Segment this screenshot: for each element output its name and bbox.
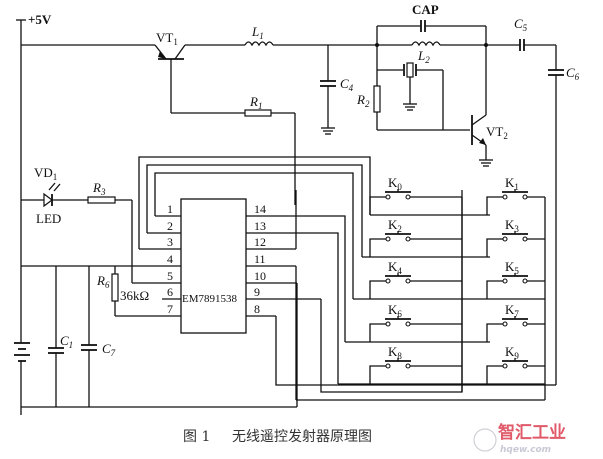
inductor-l1: L1 [244,24,377,47]
key-switch-k6: K6 [369,302,462,342]
resistor-r6: R6 36kΩ [96,266,181,317]
key-label-k2: K2 [388,217,402,234]
key-label-k7: K7 [505,302,519,319]
key-label-k8: K8 [388,344,402,361]
ic-part-label: EM7891538 [182,293,238,305]
key-label-k5: K5 [505,259,519,276]
resistor-r1: R1 [171,94,296,205]
pin-4: 4 [167,252,173,266]
pin-6: 6 [167,285,173,299]
l2-label: L2 [417,48,430,65]
led-caption: LED [36,211,61,226]
pin-5: 5 [167,269,173,283]
supply-label: +5V [28,12,52,27]
key-switch-k2: K2 [369,217,462,257]
capacitor-c7: C7 [81,266,116,407]
c5-label: C5 [514,16,528,33]
watermark-logo-icon [473,428,497,452]
key-switch-k7: K7 [486,302,545,342]
ic-em7891538: EM7891538 1 2 3 4 5 6 7 14 13 12 11 10 9… [139,198,321,334]
key-label-k9: K9 [505,344,519,361]
l1-label: L1 [251,24,264,41]
key-switch-k4: K4 [369,259,462,299]
crystal-resonator [377,62,444,130]
pin-13: 13 [254,219,266,233]
pin-2: 2 [167,219,173,233]
watermark-subtext: hqew.com [500,445,551,455]
capacitor-c5: C5 [486,16,556,51]
key-switch-k3: K3 [486,217,545,257]
power-rail: +5V [16,12,155,270]
figure-title: 无线遥控发射器原理图 [232,429,372,445]
pin-12: 12 [254,235,266,249]
watermark-brand: 智汇工业 [498,422,566,443]
pin-14: 14 [254,202,266,216]
r3-label: R3 [92,180,106,197]
pin-10: 10 [254,269,266,283]
watermark: 智汇工业 hqew.com [473,422,566,455]
c1-label: C1 [60,333,73,350]
battery [14,270,30,415]
figure-number: 图 1 [183,429,210,445]
cap-label: CAP [412,2,439,17]
resistor-r2: R2 [356,85,470,131]
resistor-r3: R3 [87,180,181,284]
pin-9: 9 [254,285,260,299]
transistor-vt2: VT2 [471,114,508,167]
pin-8: 8 [254,302,260,316]
c4-label: C4 [340,76,354,93]
key-label-k6: K6 [388,302,402,319]
r1-label: R1 [249,94,262,111]
key-switch-k0: K0 [369,175,462,215]
c7-label: C7 [102,341,116,358]
pin-3: 3 [167,235,173,249]
vt2-label: VT2 [486,124,508,141]
capacitor-c4: C4 [320,45,354,135]
transistor-vt1: VT1 [154,30,186,113]
key-switch-k5: K5 [486,259,545,299]
vt1-label: VT1 [156,30,178,47]
pin-7: 7 [167,302,173,316]
key-label-k1: K1 [505,175,519,192]
key-label-k4: K4 [388,259,402,276]
key-switch-k9: K9 [486,344,545,384]
capacitor-c6: C6 [548,45,580,385]
led-vd1: VD1 LED [21,165,88,226]
tank-circuit: CAP L2 [375,2,488,130]
key-switch-k1: K1 [486,175,545,215]
capacitor-c1: C1 [48,266,73,407]
r6-label: R6 [96,273,110,290]
r2-label: R2 [356,92,370,109]
key-label-k0: K0 [388,175,402,192]
vd1-label: VD1 [34,165,57,182]
pin-11: 11 [254,252,266,266]
key-label-k3: K3 [505,217,519,234]
r6-value: 36kΩ [120,288,149,303]
key-switch-k8: K8 [369,344,462,384]
keypad-wiring [138,156,556,401]
pin-1: 1 [167,202,173,216]
c6-label: C6 [566,65,580,82]
